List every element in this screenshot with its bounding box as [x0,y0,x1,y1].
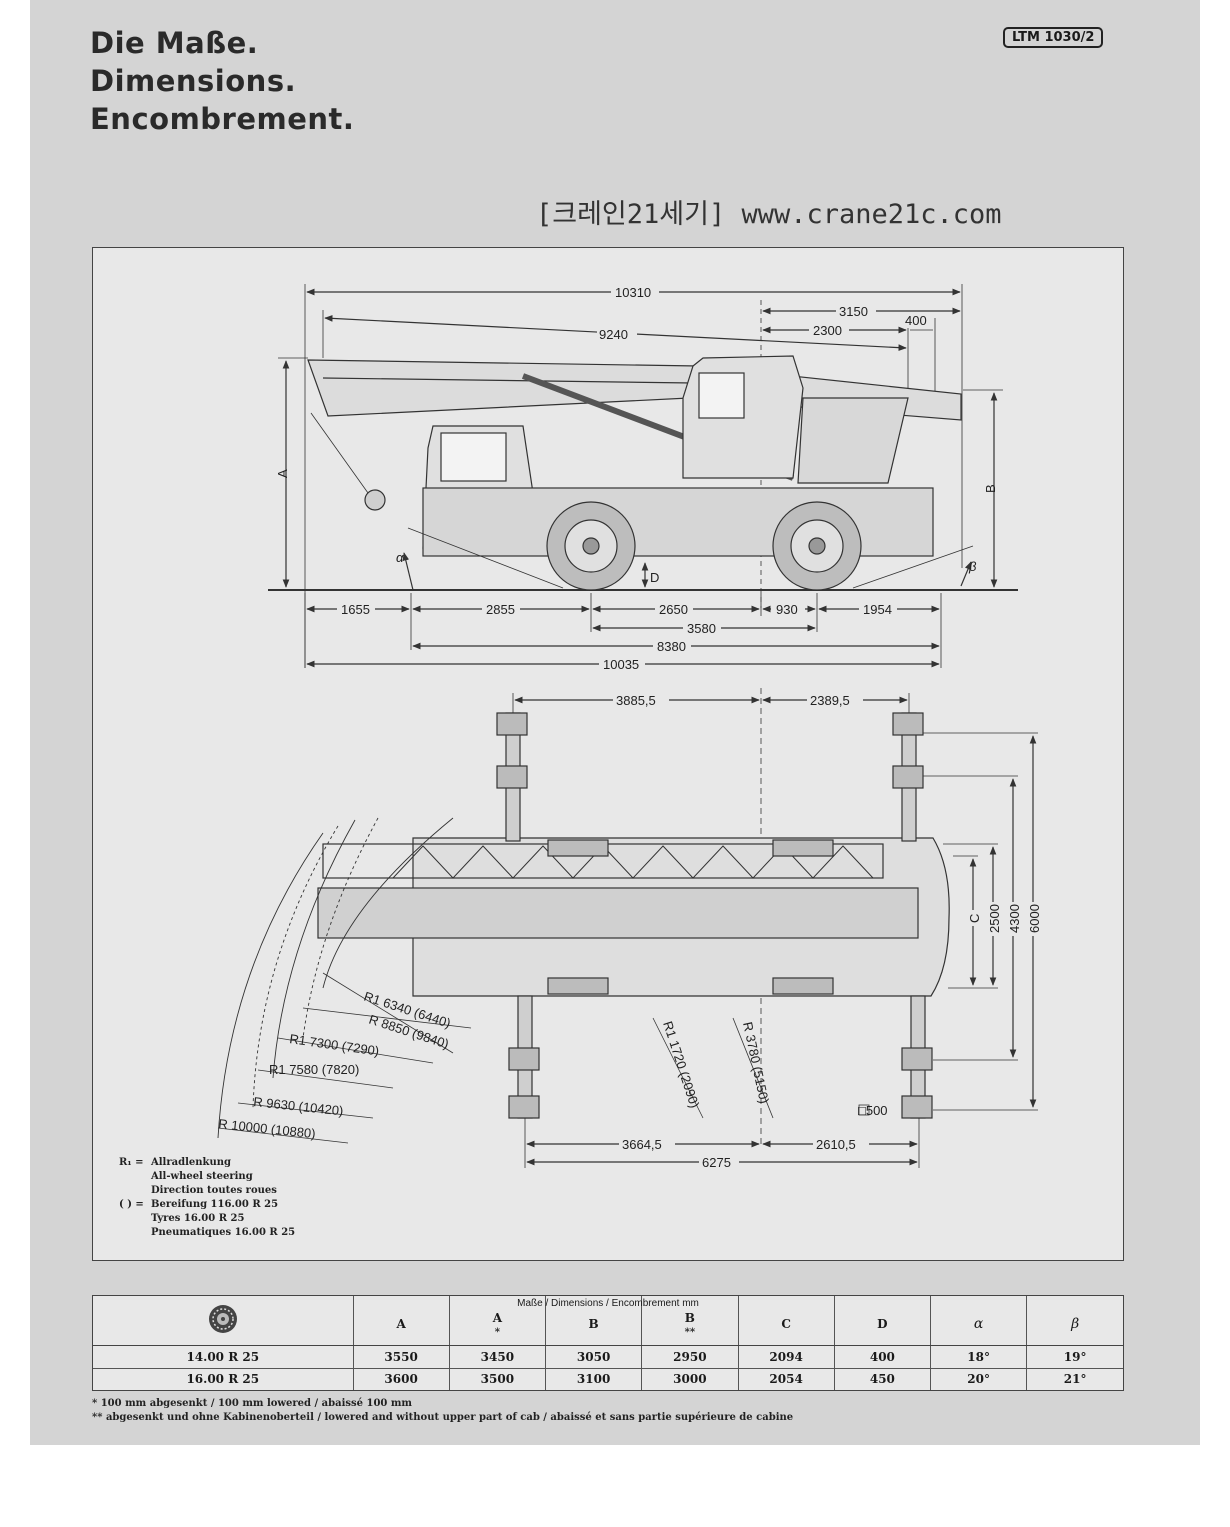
label-c: C [967,914,982,923]
dim-side-2650: 2650 [659,602,688,617]
dim-side-8380: 8380 [657,639,686,654]
label-beta: β [968,559,977,574]
legend-tyres: Tyres 16.00 R 25 [151,1213,245,1224]
title-french: Encombrement. [90,102,355,136]
legend-pneumatiques: Pneumatiques 16.00 R 25 [151,1227,296,1238]
outrigger-rear-lower [901,995,933,1119]
dim-top-6000: 6000 [1027,904,1042,933]
footnotes: * 100 mm abgesenkt / 100 mm lowered / ab… [92,1397,793,1425]
dim-top-3664: 3664,5 [622,1137,662,1152]
legend-notes: R₁ =Allradlenkung All-wheel steering Dir… [119,1157,296,1238]
dim-top-2500: 2500 [987,904,1002,933]
rear-wheel [772,501,862,591]
table-cell: 2094 [737,1345,835,1369]
dim-side-1954: 1954 [863,602,892,617]
turning-arc-2 [252,825,339,1109]
title-german: Die Maße. [90,26,259,60]
dim-side-3580: 3580 [687,621,716,636]
top-view [217,688,1038,1168]
side-view [268,284,1018,668]
pad-size-label: □500 [858,1103,888,1118]
dim-top-6275: 6275 [702,1155,731,1170]
front-wheel [546,501,636,591]
col-header-c: C [737,1296,835,1347]
dim-top-3885: 3885,5 [616,693,656,708]
title-english: Dimensions. [90,64,297,98]
top-boom [317,887,919,939]
dim-side-2300: 2300 [813,323,842,338]
dimension-drawing: 10310 9240 3150 2300 400 A B D α β 1655 … [92,247,1124,1261]
dim-side-10035: 10035 [603,657,639,672]
col-header-alpha: α [929,1296,1027,1347]
radius-label-6: R 10000 (10880) [218,1116,317,1141]
table-cell: 19° [1026,1345,1123,1369]
table-cell: 18° [929,1345,1027,1369]
col-header-a: A [352,1296,450,1347]
dim-side-400: 400 [905,313,927,328]
col-header-a-lowered: A* [448,1296,546,1347]
col-header-d: D [833,1296,931,1347]
legend-all-wheel: All-wheel steering [151,1171,253,1182]
col-header-b-lowered: B** [641,1296,738,1347]
radius-label-4: R1 7580 (7820) [269,1062,359,1077]
watermark-text: [크레인21세기] www.crane21c.com [536,199,1002,230]
dim-side-10310: 10310 [615,285,651,300]
radius-label-8: R 3780 (5150) [740,1021,772,1105]
tyre-size-cell: 14.00 R 25 [93,1345,353,1369]
legend-bereifung: Bereifung 116.00 R 25 [151,1199,279,1210]
radius-label-3: R1 7300 (7290) [289,1031,381,1058]
table-cell: 2950 [641,1345,738,1369]
tyre-icon [208,1305,237,1334]
table-cell: 20° [929,1368,1027,1390]
table-cell: 3050 [544,1345,642,1369]
table-cell: 3500 [448,1368,546,1390]
table-cell: 3000 [641,1368,738,1390]
turning-arc-4 [302,817,379,1039]
col-header-b: B [544,1296,642,1347]
dim-top-2610: 2610,5 [816,1137,856,1152]
tyre-size-cell: 16.00 R 25 [186,1372,260,1387]
dim-side-3150: 3150 [839,304,868,319]
table-cell: 3600 [352,1368,450,1390]
table-cell: 3450 [448,1345,546,1369]
dim-side-9240: 9240 [599,327,628,342]
table-row: 14.00 R 25 3550 3450 3050 2950 2094 400 … [93,1345,1123,1369]
footnote-without-cab: ** abgesenkt und ohne Kabinenoberteil / … [92,1412,794,1423]
turning-arc-5 [322,817,454,989]
outrigger-front-upper [496,712,528,842]
label-alpha: α [396,550,404,565]
col-header-beta: β [1026,1296,1123,1347]
table-cell: 450 [833,1368,931,1390]
radius-label-5: R 9630 (10420) [253,1094,344,1118]
dim-top-2389: 2389,5 [810,693,850,708]
footnote-lowered: * 100 mm abgesenkt / 100 mm lowered / ab… [92,1398,413,1409]
dim-top-4300: 4300 [1007,904,1022,933]
outrigger-rear-upper [892,712,924,842]
radius-label-7: R1 1720 (2090) [660,1019,702,1110]
legend-direction: Direction toutes roues [151,1185,277,1196]
outrigger-front-lower [508,995,540,1119]
tyre-header-cell [93,1296,353,1347]
legend-allradlenkung: Allradlenkung [151,1157,231,1168]
table-caption: Maße / Dimensions / Encombrement mm [517,1298,699,1309]
label-a: A [275,469,290,478]
table-cell: 3100 [544,1368,642,1390]
table-cell: 21° [1026,1368,1123,1390]
table-cell: 3550 [352,1345,450,1369]
crane-drawing-svg: 10310 9240 3150 2300 400 A B D α β 1655 … [217,284,1042,1170]
dim-side-2855: 2855 [486,602,515,617]
table-cell: 2054 [737,1368,835,1390]
table-row: 16.00 R 25 3600 3500 3100 3000 2054 450 … [93,1368,1123,1390]
model-badge: LTM 1030/2 [1003,27,1104,48]
dimensions-table: A A* B B** C D α β 14.00 R 25 3550 3450 … [92,1295,1124,1391]
page-title: Die Maße. Dimensions. Encombrement. [90,24,354,138]
dim-side-930: 930 [776,602,798,617]
turning-arc-3 [272,819,356,1079]
dim-side-1655: 1655 [341,602,370,617]
table-cell: 400 [833,1345,931,1369]
label-b: B [983,484,998,493]
turning-arc-1 [217,832,324,1139]
label-d: D [650,570,659,585]
